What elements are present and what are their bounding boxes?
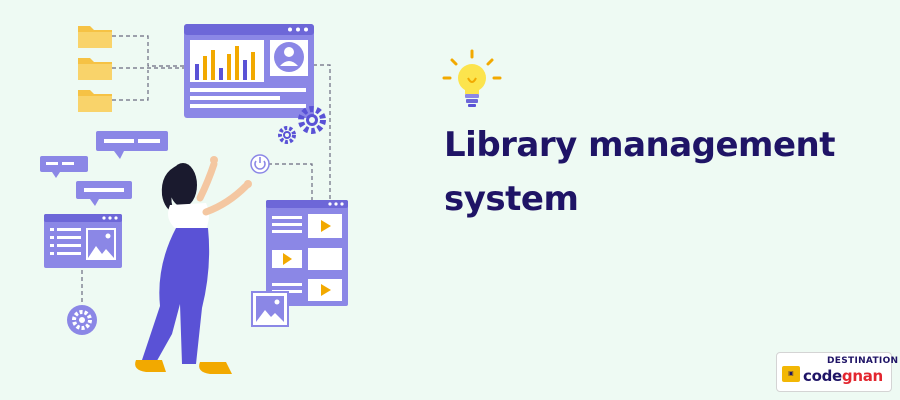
gear-icon (278, 126, 296, 144)
library-illustration (40, 24, 348, 374)
gallery-window (44, 214, 122, 268)
video-list-window (266, 200, 348, 306)
chat-bubble (40, 156, 88, 178)
gear-icon (298, 106, 326, 134)
folder-icon (78, 26, 112, 48)
logo-badge-icon: ▣ (782, 366, 800, 382)
folder-icon (78, 90, 112, 112)
play-icon (321, 220, 331, 232)
folder-icon (78, 58, 112, 80)
image-icon (251, 291, 289, 327)
woman-figure (135, 156, 252, 374)
avatar-icon (270, 40, 308, 76)
chat-bubble (96, 131, 168, 159)
power-icon (250, 154, 270, 174)
logo-brand-part1: code (803, 367, 842, 385)
connector-lines (81, 35, 331, 305)
lightbulb-icon (442, 49, 502, 107)
bar-chart-icon (195, 46, 255, 80)
dashboard-window (184, 24, 314, 118)
play-icon (321, 284, 331, 296)
logo-brand: codegnan (803, 367, 883, 385)
codegnan-logo[interactable]: ▣ DESTINATION codegnan (776, 352, 898, 392)
play-icon (283, 253, 292, 265)
page-title: Library management system (444, 125, 836, 219)
chat-bubble (76, 181, 132, 206)
gear-icon (67, 305, 97, 335)
logo-brand-part2: gnan (841, 367, 883, 385)
logo-top-text: DESTINATION (827, 356, 899, 366)
image-icon (86, 228, 116, 260)
